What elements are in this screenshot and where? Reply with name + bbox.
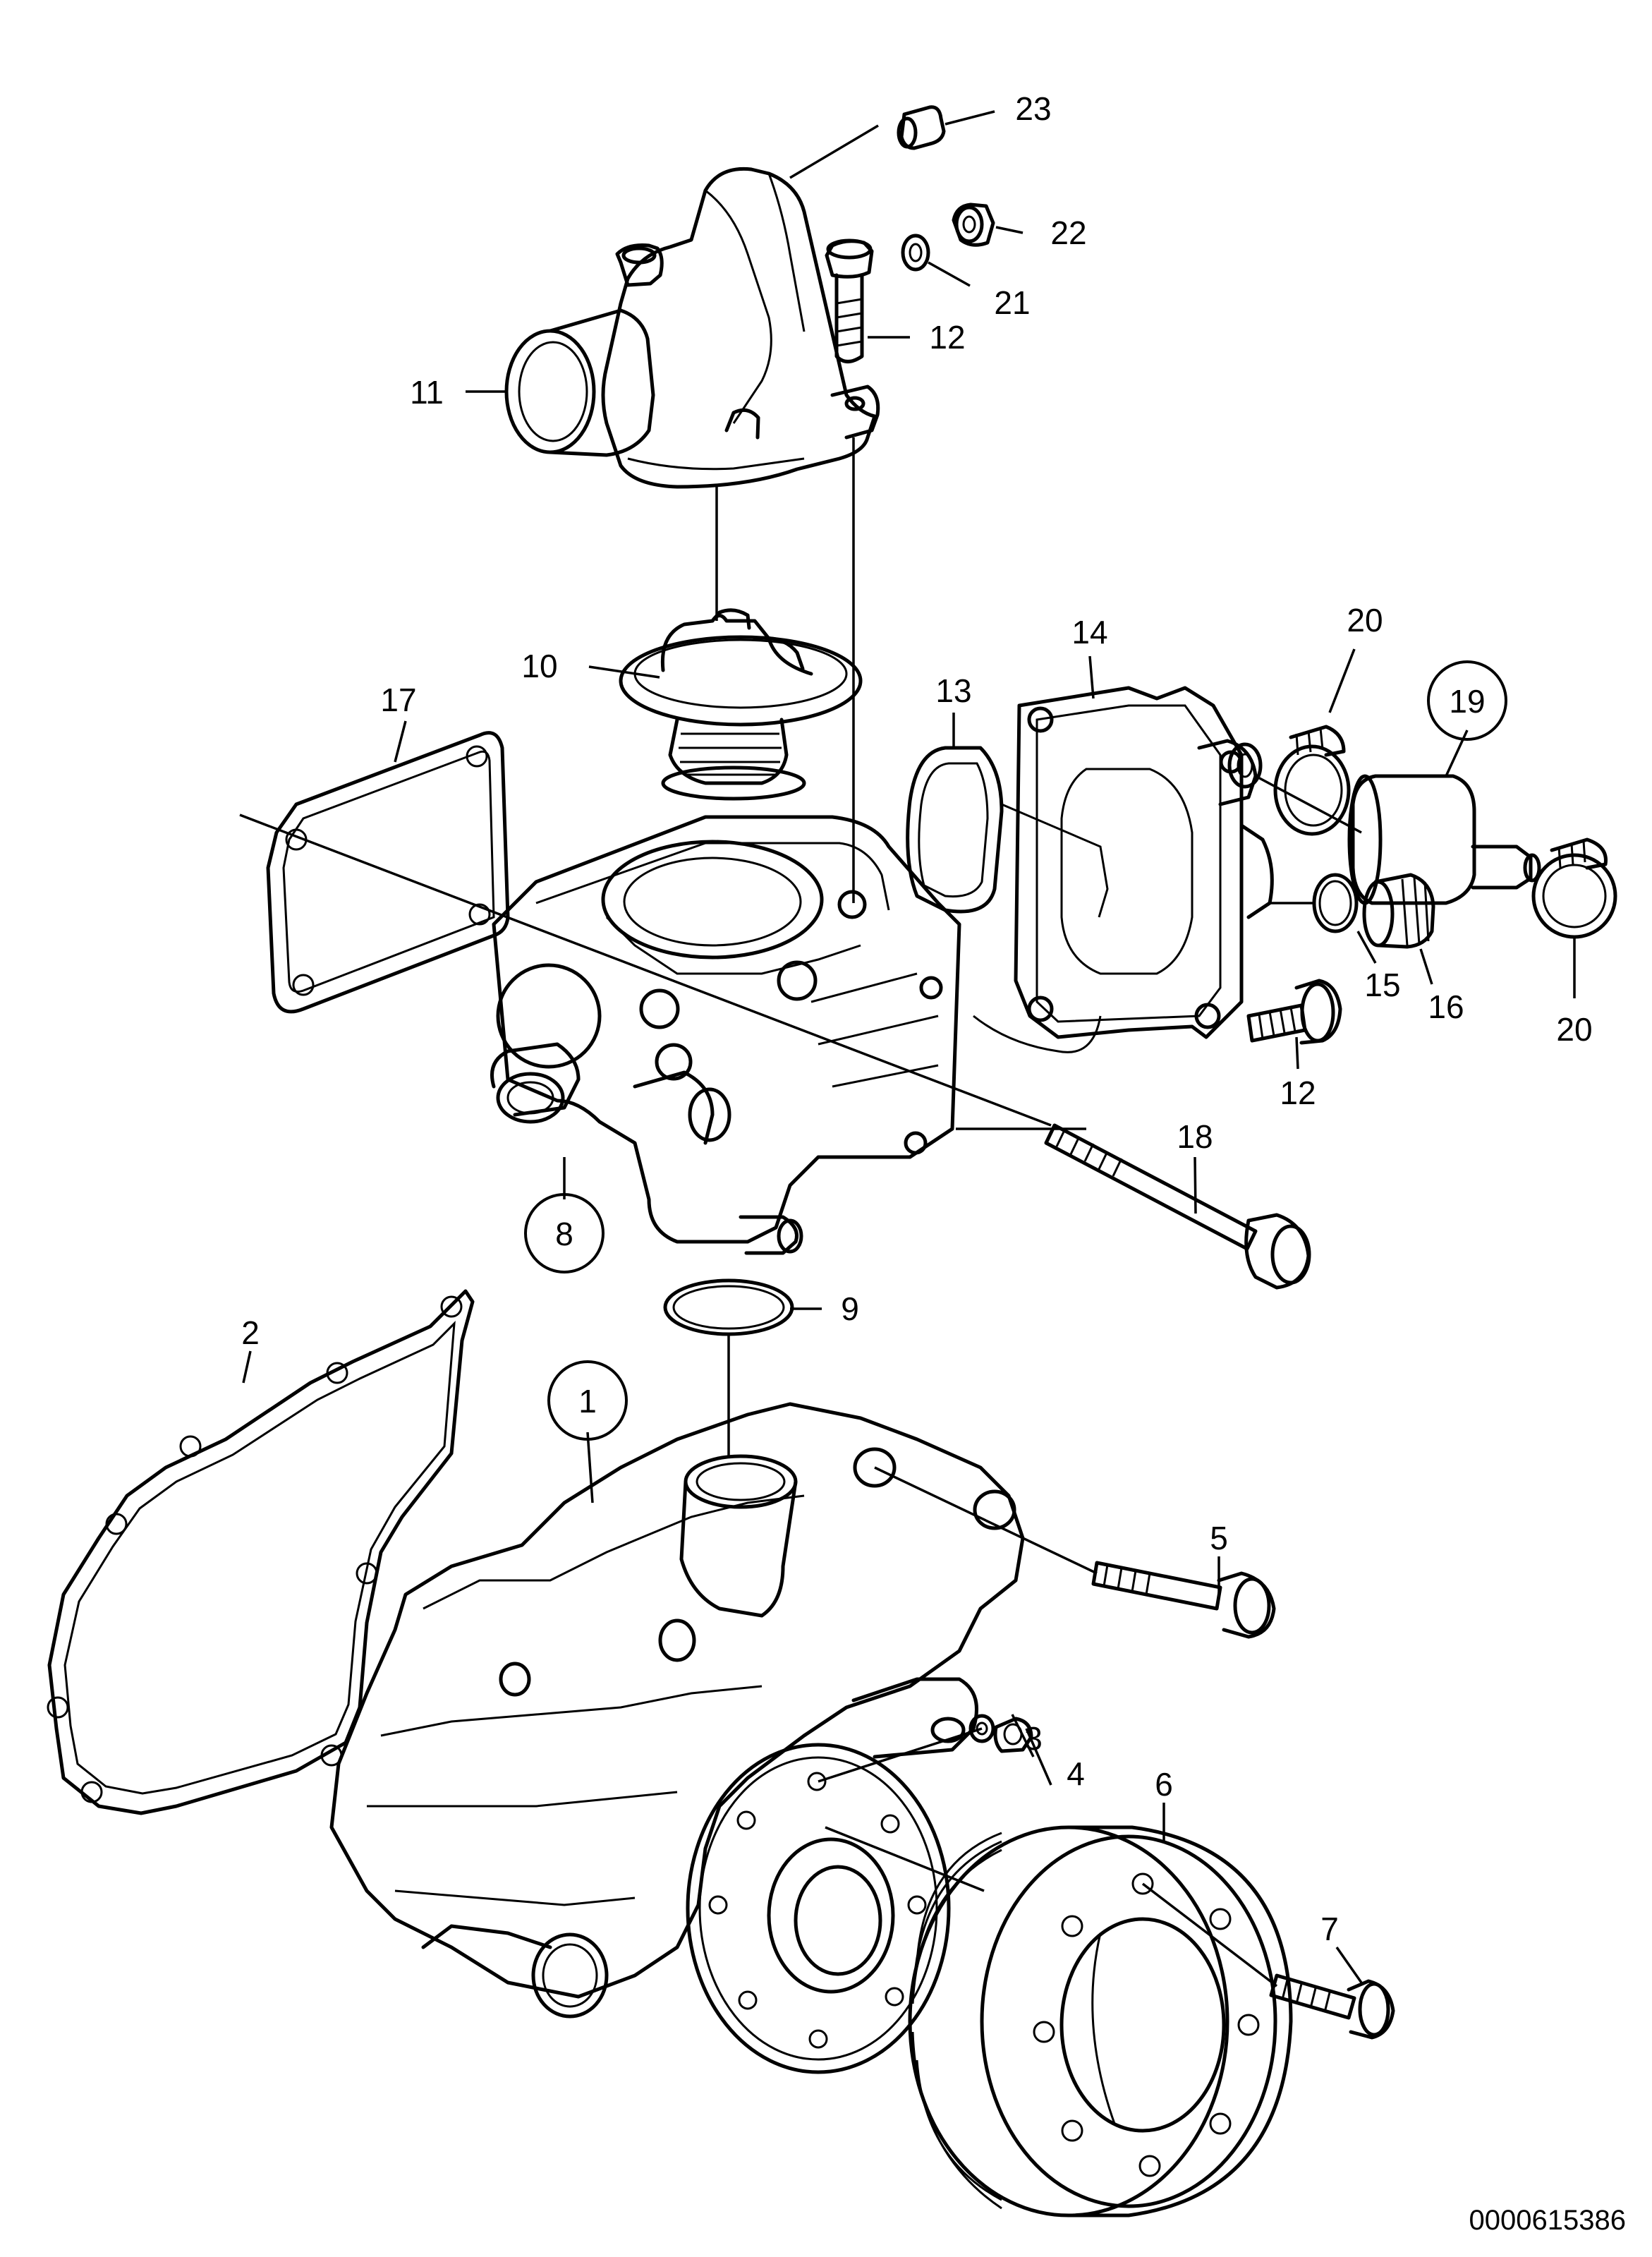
- thermostat-10: [619, 608, 863, 801]
- label-part-6: 6: [1155, 1766, 1173, 1803]
- water-pump-housing-1: [329, 1402, 1025, 2019]
- label-part-2: 2: [241, 1314, 260, 1351]
- leader-lines: [242, 110, 1576, 1984]
- bolt-18: [1044, 1123, 1311, 1290]
- gasket-17: [266, 731, 510, 1014]
- label-part-4: 4: [1067, 1755, 1085, 1792]
- label-part-20-lower: 20: [1556, 1011, 1592, 1048]
- washer-21: [901, 234, 930, 272]
- clamp-20-lower: [1531, 837, 1617, 939]
- label-part-12-top: 12: [929, 319, 965, 356]
- thermostat-cover-11: [504, 167, 880, 489]
- callout-circles: [524, 660, 1507, 1441]
- bolt-7: [1269, 1973, 1395, 2040]
- label-part-21: 21: [994, 284, 1030, 321]
- pulley-6: [908, 1825, 1293, 2217]
- label-part-23: 23: [1015, 90, 1051, 127]
- label-part-8: 8: [555, 1216, 573, 1252]
- bolt-12-top: [825, 238, 874, 363]
- callout-labels: 1 2 3 4 5 6 7 8 9 10 11 12 12 13 14 15 1…: [241, 90, 1592, 1947]
- bolt-12-right: [1246, 979, 1342, 1045]
- bolt-5: [1091, 1561, 1276, 1639]
- o-ring-15: [1312, 873, 1359, 933]
- washer-3: [968, 1714, 995, 1743]
- thermostat-housing-8: [490, 815, 961, 1255]
- label-part-13: 13: [935, 672, 971, 709]
- label-part-19: 19: [1449, 683, 1485, 720]
- label-part-18: 18: [1177, 1118, 1213, 1155]
- label-part-16: 16: [1428, 988, 1464, 1025]
- fitting-19: [1347, 774, 1541, 905]
- label-part-15: 15: [1364, 967, 1400, 1003]
- label-part-1: 1: [578, 1383, 597, 1420]
- label-part-7: 7: [1320, 1911, 1339, 1947]
- cap-23: [897, 105, 946, 150]
- label-part-20-upper: 20: [1347, 602, 1383, 639]
- label-part-3: 3: [1024, 1720, 1043, 1757]
- label-part-11: 11: [410, 374, 444, 411]
- label-part-12-right: 12: [1280, 1075, 1316, 1111]
- gasket-2: [47, 1289, 475, 1815]
- assembly-lines: [239, 437, 1362, 1987]
- label-part-22: 22: [1050, 214, 1086, 251]
- label-part-17: 17: [380, 682, 416, 718]
- label-part-14: 14: [1071, 614, 1107, 651]
- clamp-20-upper: [1273, 725, 1351, 836]
- reference-number: 0000615386: [1469, 2205, 1626, 2236]
- gasket-13: [906, 746, 1109, 1053]
- hub-flange: [686, 1743, 951, 2074]
- label-part-5: 5: [1210, 1520, 1228, 1556]
- o-ring-9: [663, 1278, 794, 1336]
- label-part-9: 9: [841, 1290, 859, 1327]
- label-part-10: 10: [521, 648, 557, 684]
- plug-22: [952, 202, 995, 247]
- cover-14: [1014, 686, 1274, 1039]
- plug-16: [1362, 873, 1435, 949]
